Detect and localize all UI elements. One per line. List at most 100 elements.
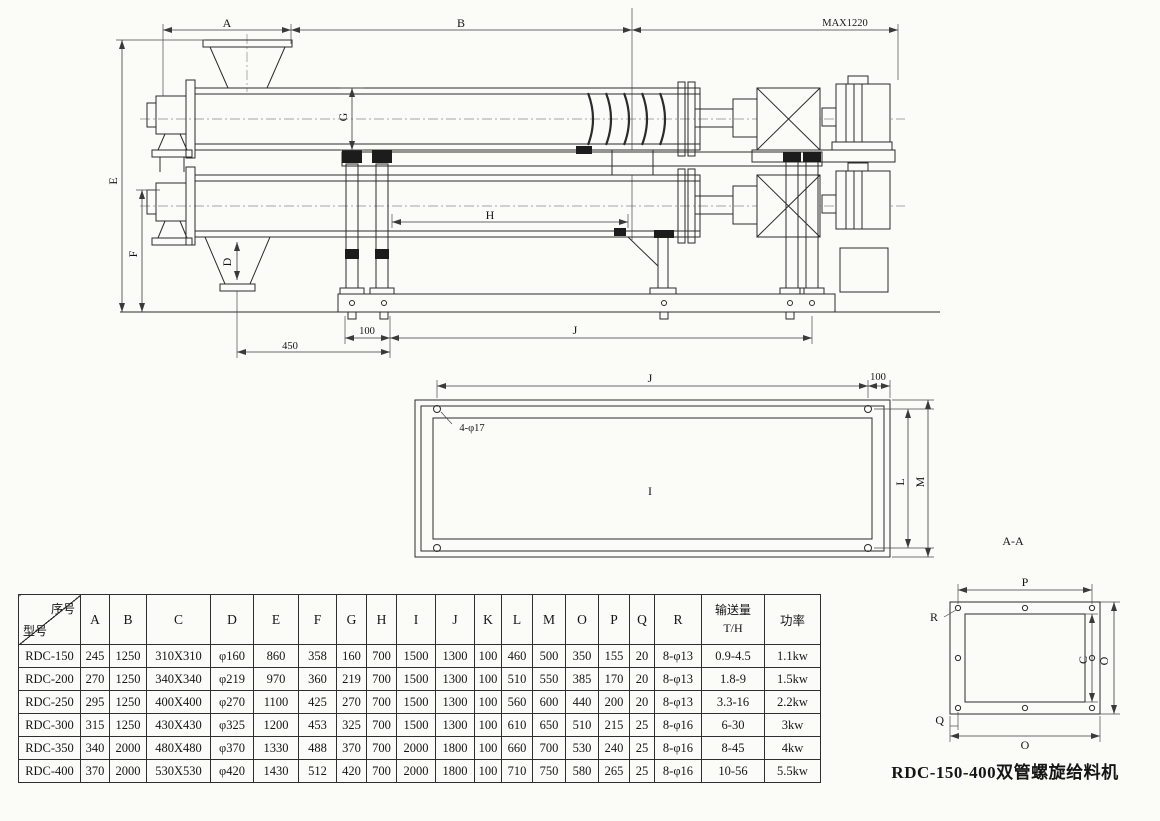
- frame-dim-j: J: [648, 371, 653, 385]
- section-dim-r: R: [930, 610, 938, 624]
- spec-cell: 100: [474, 736, 502, 760]
- spec-cell: 1300: [435, 667, 475, 691]
- spec-cell: φ420: [210, 759, 254, 783]
- spec-cell: 215: [598, 713, 630, 737]
- spec-cell: 550: [532, 667, 566, 691]
- spec-cell: 1500: [396, 667, 436, 691]
- spec-cell: 2000: [109, 736, 147, 760]
- column-header-q: Q: [629, 594, 655, 645]
- spec-cell: 200: [598, 690, 630, 714]
- spec-cell: 1300: [435, 690, 475, 714]
- column-header-g: G: [336, 594, 367, 645]
- spec-cell: 700: [366, 667, 397, 691]
- spec-cell: 510: [501, 667, 533, 691]
- spec-cell: 580: [565, 759, 599, 783]
- column-header-r: R: [654, 594, 702, 645]
- spec-cell: 700: [366, 713, 397, 737]
- tube-support-pad: [576, 146, 592, 154]
- spec-cell: 1200: [253, 713, 299, 737]
- spec-cell: 5.5kw: [764, 759, 821, 783]
- spec-cell: 460: [501, 644, 533, 668]
- base-rail: [337, 293, 836, 320]
- column-header-d: D: [210, 594, 254, 645]
- drawing-title: RDC-150-400双管螺旋给料机: [891, 763, 1119, 782]
- spec-cell: 0.9-4.5: [701, 644, 765, 668]
- dim-label-a: A: [223, 16, 232, 30]
- spec-cell: 325: [336, 713, 367, 737]
- spec-cell: 1500: [396, 690, 436, 714]
- spec-cell: φ219: [210, 667, 254, 691]
- dim-label-b: B: [457, 16, 465, 30]
- dim-label-d: D: [220, 257, 234, 266]
- section-dimensions: [943, 584, 1120, 742]
- spec-cell: 560: [501, 690, 533, 714]
- capacity-header: 输送量 T/H: [701, 594, 765, 645]
- spec-cell: 512: [298, 759, 337, 783]
- spec-cell: 100: [474, 644, 502, 668]
- column-header-l: L: [501, 594, 533, 645]
- lower-conveyor: [146, 162, 891, 293]
- spec-cell: 155: [598, 644, 630, 668]
- frame-dimensions: [436, 380, 934, 558]
- spec-cell: 1.8-9: [701, 667, 765, 691]
- model-cell: RDC-200: [18, 667, 81, 691]
- spec-cell: 350: [565, 644, 599, 668]
- motor-pedestal: [839, 247, 889, 293]
- spec-cell: 700: [532, 736, 566, 760]
- spec-cell: 385: [565, 667, 599, 691]
- model-cell: RDC-300: [18, 713, 81, 737]
- spec-cell: 1250: [109, 644, 147, 668]
- spec-cell: φ370: [210, 736, 254, 760]
- spec-cell: 420: [336, 759, 367, 783]
- spec-cell: 1250: [109, 690, 147, 714]
- table-corner-header: 序号 型号: [18, 594, 81, 645]
- spec-cell: 1330: [253, 736, 299, 760]
- main-assembly-view: A B MAX1220 E F G H D 100 J 450: [106, 8, 940, 358]
- model-cell: RDC-150: [18, 644, 81, 668]
- spec-cell: 170: [598, 667, 630, 691]
- spec-cell: φ160: [210, 644, 254, 668]
- hole-callout: 4-φ17: [459, 423, 484, 434]
- column-header-j: J: [435, 594, 475, 645]
- spec-cell: 1300: [435, 644, 475, 668]
- column-header-a: A: [80, 594, 110, 645]
- spec-cell: 500: [532, 644, 566, 668]
- spec-cell: 25: [629, 736, 655, 760]
- spec-cell: 8-φ13: [654, 690, 702, 714]
- column-header-m: M: [532, 594, 566, 645]
- spec-cell: 1300: [435, 713, 475, 737]
- spec-cell: 245: [80, 644, 110, 668]
- frame-dim-l: L: [893, 478, 907, 485]
- section-dim-o-bottom: O: [1021, 738, 1030, 752]
- upper-motor: [821, 75, 893, 151]
- dim-label-max: MAX1220: [822, 18, 868, 29]
- dim-label-f: F: [126, 250, 140, 257]
- model-cell: RDC-400: [18, 759, 81, 783]
- model-cell: RDC-350: [18, 736, 81, 760]
- spec-cell: 480X480: [146, 736, 211, 760]
- spec-cell: 488: [298, 736, 337, 760]
- spec-cell: 8-φ16: [654, 736, 702, 760]
- dim-label-450: 450: [282, 341, 298, 352]
- spec-cell: 8-φ16: [654, 759, 702, 783]
- spec-cell: 2000: [396, 736, 436, 760]
- spec-cell: 1250: [109, 667, 147, 691]
- section-name: A-A: [1002, 534, 1024, 548]
- spec-cell: 510: [565, 713, 599, 737]
- spec-cell: 1500: [396, 713, 436, 737]
- spec-cell: 860: [253, 644, 299, 668]
- spec-cell: 100: [474, 759, 502, 783]
- spec-cell: 360: [298, 667, 337, 691]
- spec-cell: 340X340: [146, 667, 211, 691]
- capacity-header-line1: 输送量: [714, 603, 751, 618]
- flange-holes: [954, 604, 1096, 712]
- spec-cell: 425: [298, 690, 337, 714]
- spec-cell: 20: [629, 644, 655, 668]
